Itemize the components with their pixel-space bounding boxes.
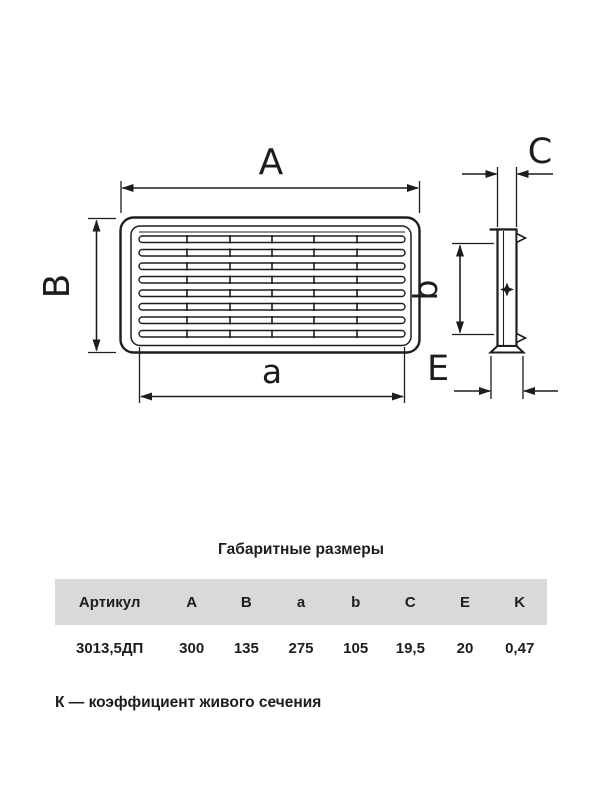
table-header-K: K xyxy=(514,593,526,611)
dim-label-A: A xyxy=(259,142,284,183)
table-header-C: C xyxy=(404,593,416,611)
table-data-row: 3013,5ДП 300 135 275 105 19,5 20 0,47 xyxy=(55,625,547,671)
dim-label-C: C xyxy=(528,132,552,172)
grille-inner-frame xyxy=(130,225,412,347)
dim-label-B: B xyxy=(37,274,78,299)
table-header-article: Артикул xyxy=(78,593,141,611)
dim-label-E: E xyxy=(427,349,449,389)
side-view xyxy=(487,228,528,354)
footnote: К — коэффициент живого сечения xyxy=(55,694,322,711)
table-cell-C: 19,5 xyxy=(395,639,425,657)
bottom-clip xyxy=(515,332,528,344)
top-clip xyxy=(515,232,528,244)
table-cell-K: 0,47 xyxy=(505,639,535,657)
table-cell-B: 135 xyxy=(233,639,259,657)
dim-C: C xyxy=(462,132,553,227)
technical-drawing: A B a b C xyxy=(37,132,558,403)
table-header-B: B xyxy=(240,593,252,611)
table-header-A: A xyxy=(186,593,198,611)
front-view xyxy=(119,216,421,354)
table-header-b: b xyxy=(351,593,361,611)
bottom-foot xyxy=(487,345,527,354)
dim-B: B xyxy=(37,217,116,354)
dim-label-b: b xyxy=(406,280,445,301)
table-header-a: a xyxy=(296,593,306,611)
table-cell-A: 300 xyxy=(179,639,205,657)
table-header-E: E xyxy=(460,593,471,611)
dim-b: b xyxy=(406,242,494,336)
table-cell-article: 3013,5ДП xyxy=(75,639,144,657)
dim-E: E xyxy=(427,349,558,399)
table-cell-a: 275 xyxy=(288,639,314,657)
dim-label-a: a xyxy=(262,352,282,391)
dim-a: a xyxy=(138,347,406,403)
dim-A: A xyxy=(120,142,421,213)
center-mark xyxy=(500,282,514,297)
dimensions-table: Артикул A B a b C E K 3013,5ДП 300 135 2… xyxy=(55,579,547,671)
table-title: Габаритные размеры xyxy=(218,541,384,558)
table-header-row: Артикул A B a b C E K xyxy=(55,579,547,625)
table-cell-E: 20 xyxy=(456,639,474,657)
table-cell-b: 105 xyxy=(343,639,369,657)
